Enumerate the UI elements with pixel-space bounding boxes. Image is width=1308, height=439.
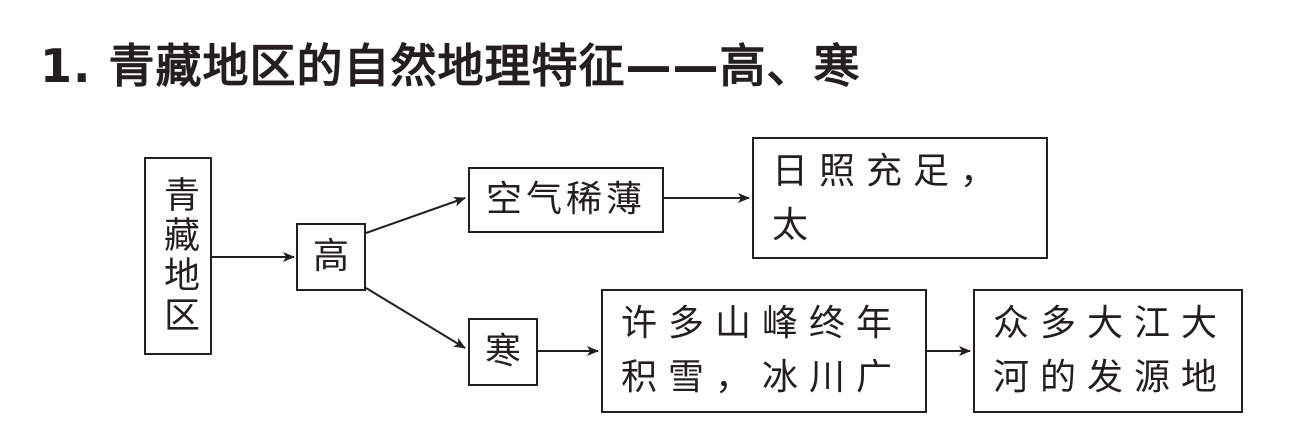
node-thin-air-label: 空气稀薄 xyxy=(485,179,646,220)
node-high-label: 高 xyxy=(312,236,349,277)
arrow-high-to-thin-air xyxy=(365,196,466,234)
arrow-high-to-cold xyxy=(365,287,466,349)
node-sunshine-box: 日照充足，太 阳能资源丰富 xyxy=(752,137,1048,259)
node-cold-label: 寒 xyxy=(484,331,521,372)
node-rivers-label: 众多大江大 河的发源地 xyxy=(993,303,1229,398)
node-cold-box: 寒 xyxy=(468,318,538,386)
node-region-box: 青藏地区 xyxy=(144,157,212,355)
node-snow-label: 许多山峰终年 积雪，冰川广布 xyxy=(621,303,904,398)
node-region-label: 青藏地区 xyxy=(158,176,199,336)
node-high-box: 高 xyxy=(296,223,366,291)
node-rivers-box: 众多大江大 河的发源地 xyxy=(973,289,1243,413)
node-sunshine-label: 日照充足，太 阳能资源丰富 xyxy=(772,151,1008,246)
node-snow-box: 许多山峰终年 积雪，冰川广布 xyxy=(601,289,927,413)
page-title: 1. 青藏地区的自然地理特征——高、寒 xyxy=(40,39,861,93)
node-thin-air-box: 空气稀薄 xyxy=(468,167,664,233)
